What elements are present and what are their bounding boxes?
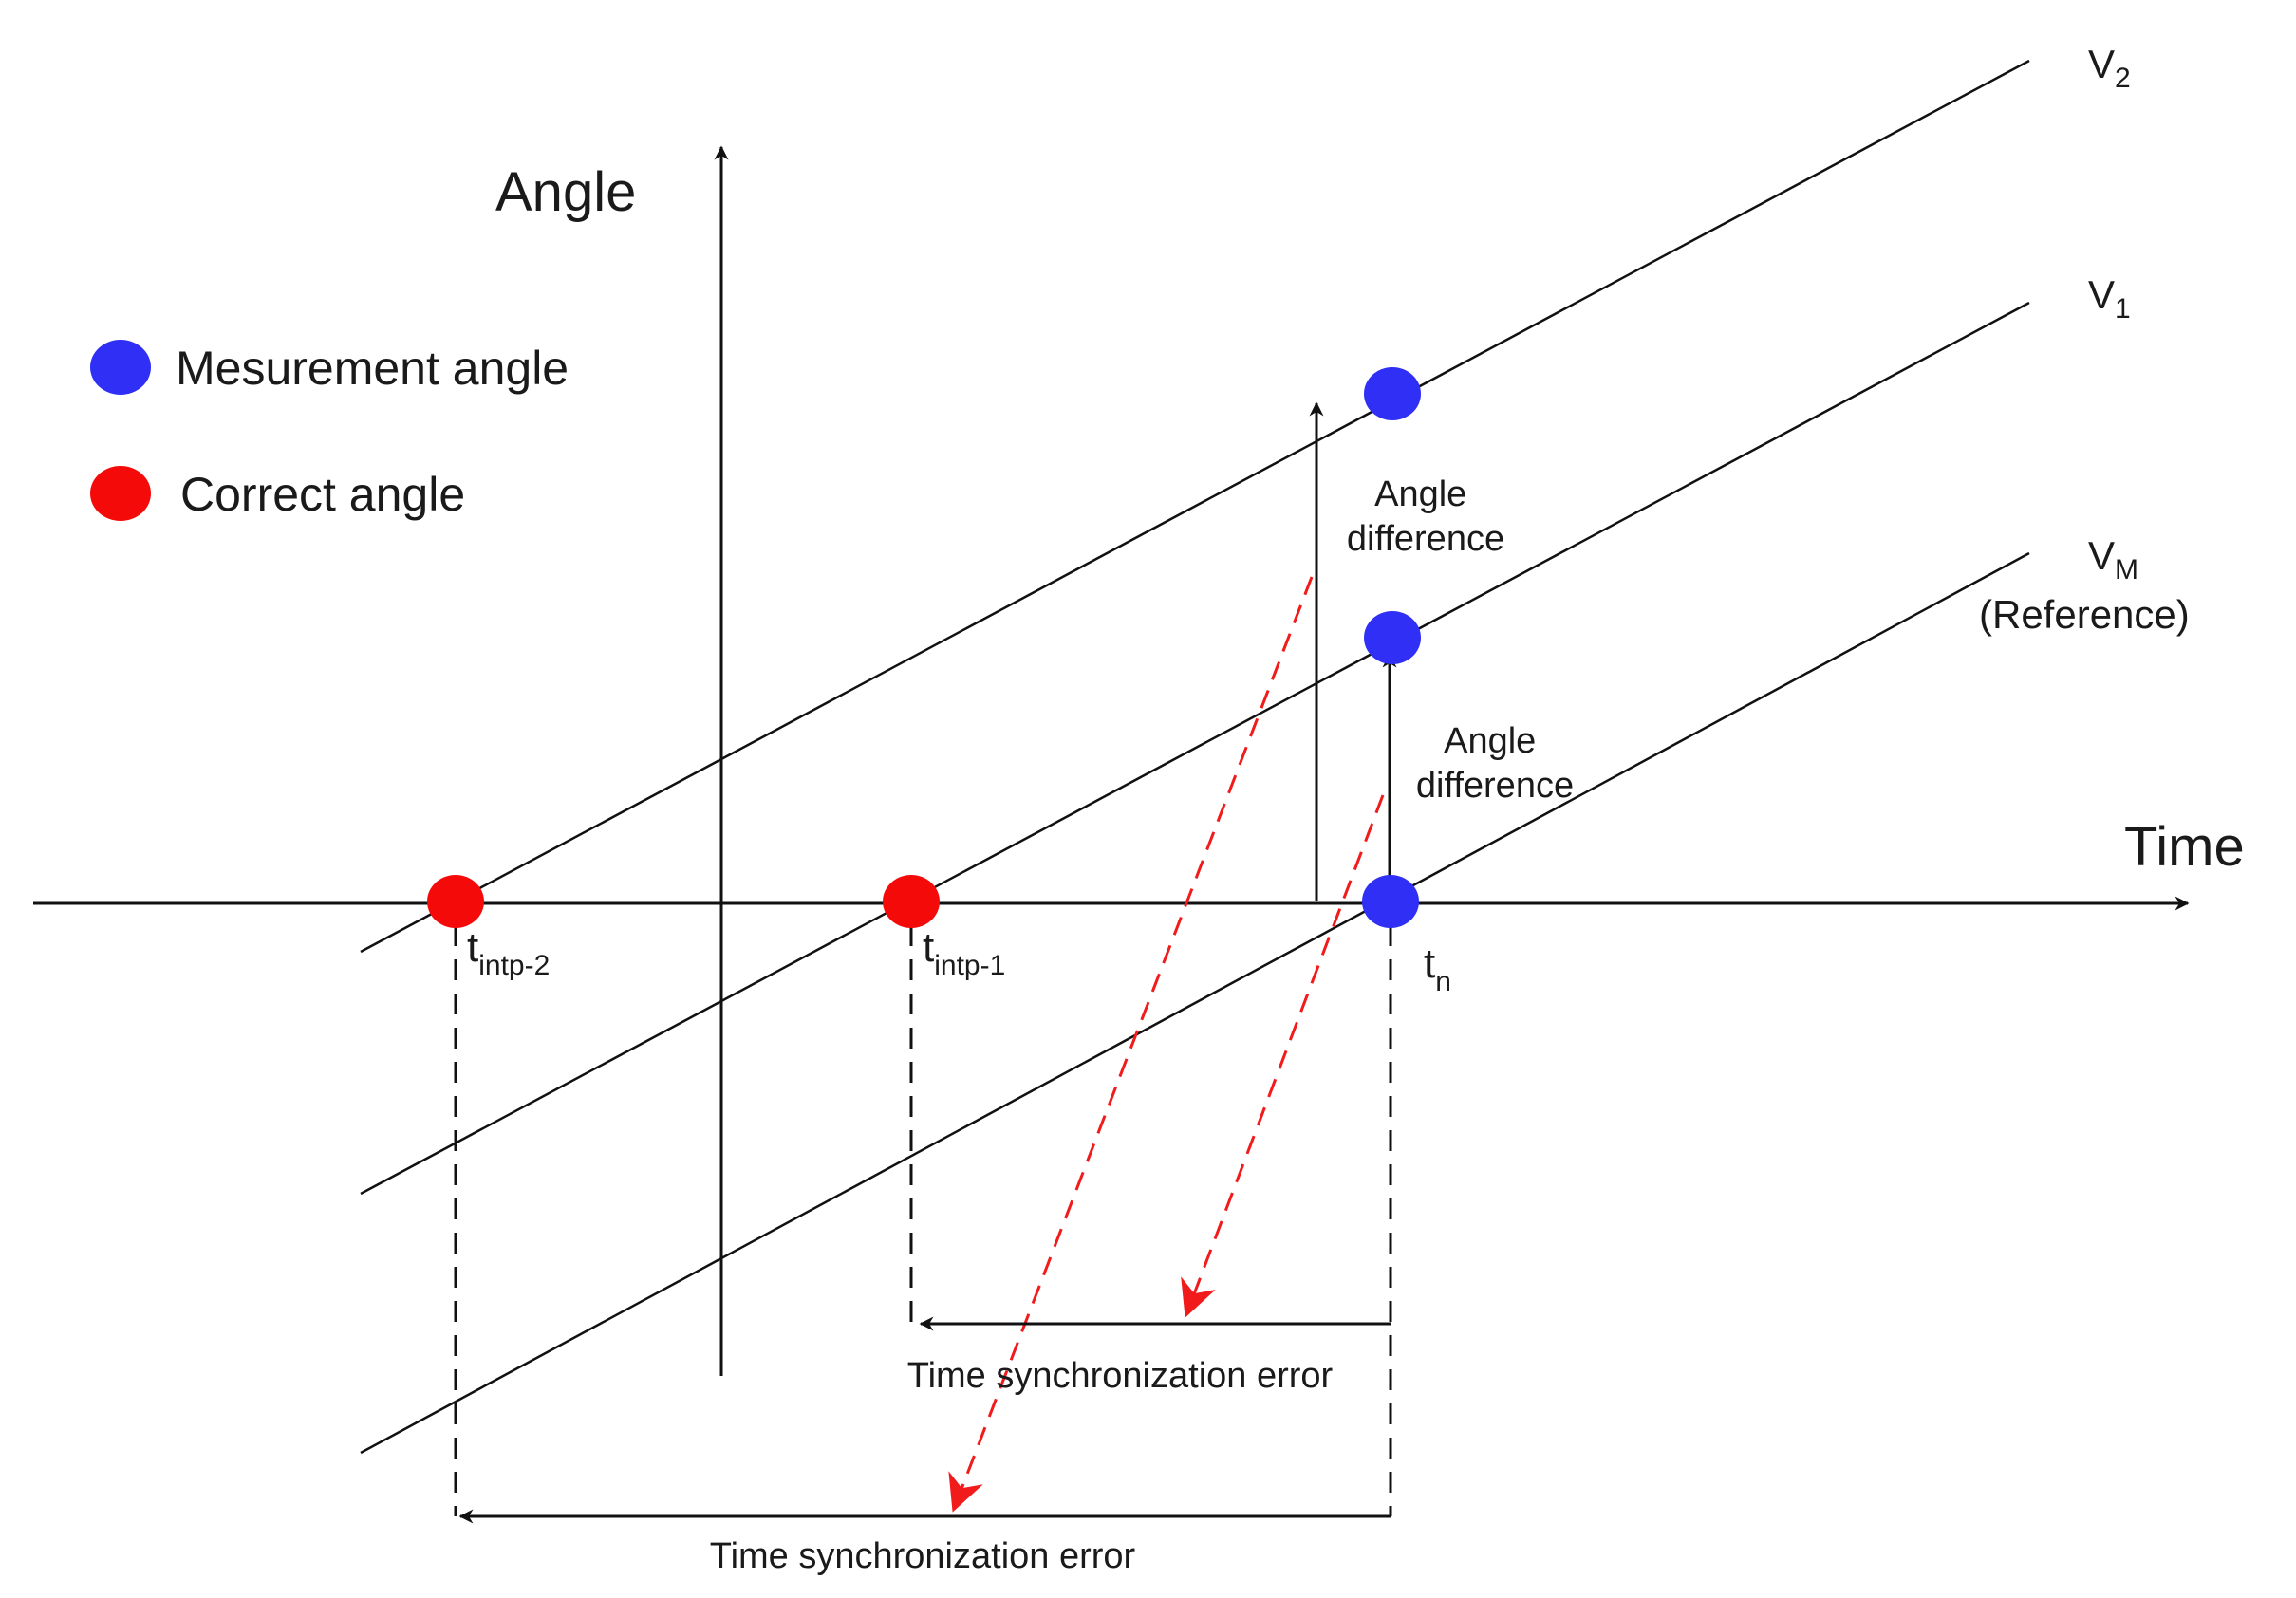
angle-axis-title: Angle	[495, 161, 636, 223]
sync-error-label-long: Time synchronization error	[710, 1536, 1136, 1576]
label-v1: V1	[2088, 272, 2131, 325]
tick-label-t-intp2: tintp-2	[467, 924, 550, 981]
correct-point-t-intp2	[427, 875, 484, 928]
legend-swatch-measurement	[90, 340, 151, 395]
legend-label-correct: Correct angle	[180, 468, 465, 521]
sync-error-arrows: Time synchronization error Time synchron…	[458, 1316, 1391, 1576]
legend-label-measurement: Mesurement angle	[176, 342, 569, 395]
points	[427, 367, 1421, 928]
label-v2: V2	[2088, 42, 2131, 94]
angle-difference-label-lower: Angle difference	[1416, 721, 1574, 806]
angle-difference-arrows: Angle difference Angle difference	[1309, 401, 1574, 901]
legend-swatch-correct	[90, 466, 151, 521]
line-v2	[360, 59, 2030, 954]
time-axis-title: Time	[2124, 816, 2245, 878]
measurement-point-v2	[1364, 367, 1421, 420]
velocity-lines: V2 V1 VM (Reference)	[360, 42, 2190, 1455]
red-dashed-arrow-short	[1181, 794, 1385, 1318]
measurement-point-v1	[1364, 611, 1421, 664]
measurement-point-t-n	[1362, 875, 1419, 928]
axes: Angle Time	[33, 145, 2245, 1376]
tick-label-t-intp1: tintp-1	[923, 924, 1005, 981]
time-tick-labels: tintp-2 tintp-1 tn	[467, 924, 1451, 997]
line-vm	[360, 551, 2030, 1455]
red-dashed-arrow-long	[948, 576, 1314, 1513]
label-vm-reference: (Reference)	[1979, 592, 2190, 637]
tick-label-t-n: tn	[1424, 940, 1451, 997]
line-v1	[360, 301, 2030, 1196]
label-vm: VM	[2088, 533, 2138, 585]
mapping-arrows	[948, 576, 1385, 1513]
sync-error-label-short: Time synchronization error	[907, 1356, 1334, 1396]
correct-point-t-intp1	[883, 875, 940, 928]
drop-lines	[454, 925, 1392, 1516]
legend: Mesurement angle Correct angle	[90, 340, 569, 521]
angle-difference-label-upper: Angle difference	[1347, 474, 1504, 559]
